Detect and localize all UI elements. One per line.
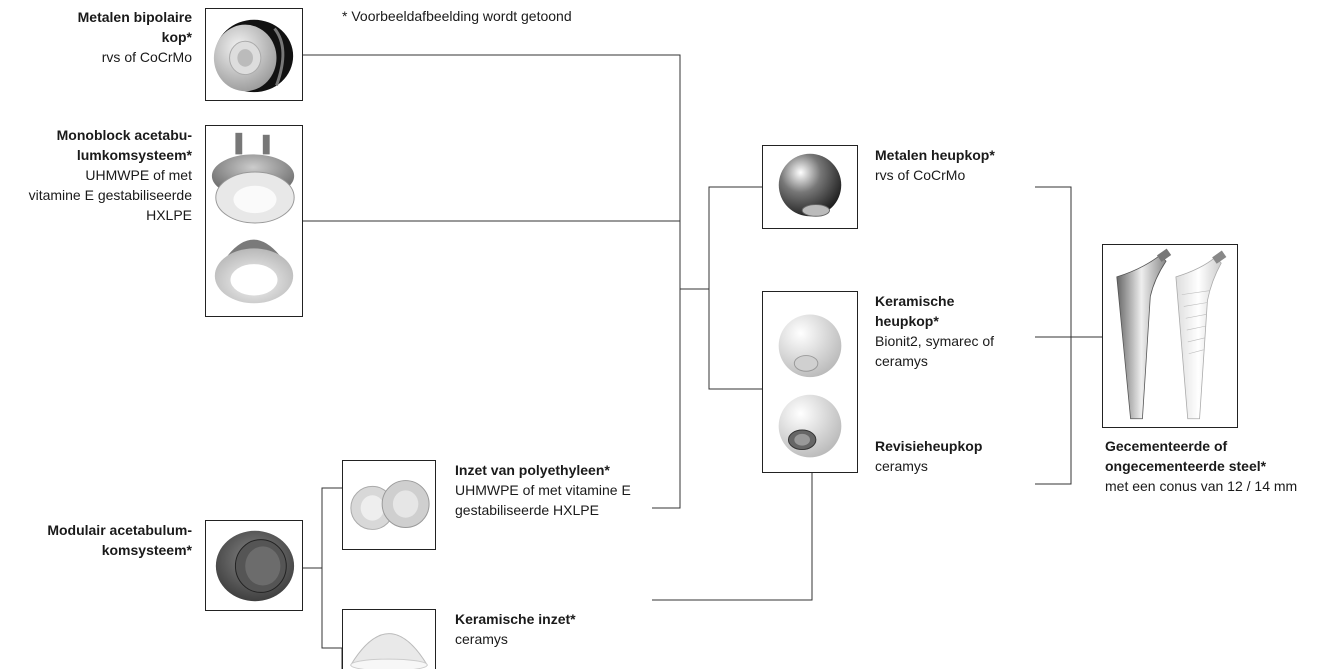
metal-head-label: Metalen heupkop* rvs of CoCrMo [875, 145, 1045, 185]
ceramic-heads-image [762, 291, 858, 473]
monoblock-title-line1: Monoblock acetabu- [56, 127, 192, 143]
stem-title-line1: Gecementeerde of [1105, 438, 1228, 454]
revision-head-title: Revisieheupkop [875, 438, 983, 454]
connector-bipolar-to-pe-insert [303, 54, 681, 509]
stem-label: Gecementeerde of ongecementeerde steel* … [1105, 436, 1320, 496]
pe-insert-title: Inzet van polyethyleen* [455, 462, 610, 478]
bipolar-head-title-line2: kop* [161, 29, 192, 45]
stem-material: met een conus van 12 / 14 mm [1105, 478, 1298, 494]
connector-heads-bracket [708, 186, 762, 390]
metal-head-title: Metalen heupkop* [875, 147, 995, 163]
bipolar-head-image [205, 8, 303, 101]
modular-title-line2: komsysteem* [101, 542, 192, 558]
pe-insert-label: Inzet van polyethyleen* UHMWPE of met vi… [455, 460, 655, 520]
connector-inserts-bracket [321, 487, 342, 649]
modular-label: Modulair acetabulum- komsysteem* [0, 520, 192, 560]
monoblock-material-line1: UHMWPE of met [85, 167, 192, 183]
monoblock-material-line2: vitamine E gestabiliseerde [28, 187, 192, 203]
bipolar-head-material: rvs of CoCrMo [101, 49, 192, 65]
monoblock-material-line3: HXLPE [146, 207, 192, 223]
ceramic-head-title-line1: Keramische [875, 293, 955, 309]
ceramic-insert-title: Keramische inzet* [455, 611, 576, 627]
metal-head-image [762, 145, 858, 229]
monoblock-image [205, 125, 303, 317]
ceramic-head-title-line2: heupkop* [875, 313, 939, 329]
bipolar-head-label: Metalen bipolaire kop* rvs of CoCrMo [20, 7, 192, 67]
ceramic-insert-label: Keramische inzet* ceramys [455, 609, 635, 649]
stem-title-line2: ongecementeerde steel* [1105, 458, 1267, 474]
ceramic-head-material-line2: ceramys [875, 353, 928, 369]
ceramic-insert-image [342, 609, 436, 669]
pe-insert-image [342, 460, 436, 550]
metal-head-material: rvs of CoCrMo [875, 167, 966, 183]
connector-ceramic-insert-to-head [652, 472, 813, 601]
ceramic-head-label: Keramische heupkop* Bionit2, symarec of … [875, 291, 1045, 371]
modular-image [205, 520, 303, 611]
monoblock-title-line2: lumkomsysteem* [76, 147, 192, 163]
monoblock-label: Monoblock acetabu- lumkomsysteem* UHMWPE… [0, 125, 192, 225]
revision-head-label: Revisieheupkop ceramys [875, 436, 1045, 476]
stem-image [1102, 244, 1238, 428]
ceramic-insert-material: ceramys [455, 631, 508, 647]
modular-title-line1: Modulair acetabulum- [47, 522, 192, 538]
ceramic-head-material-line1: Bionit2, symarec of [875, 333, 995, 349]
revision-head-material: ceramys [875, 458, 928, 474]
pe-insert-material-line2: gestabiliseerde HXLPE [455, 502, 599, 518]
pe-insert-material-line1: UHMWPE of met vitamine E [455, 482, 631, 498]
footnote: * Voorbeeldafbeelding wordt getoond [342, 8, 572, 24]
connector-stem-bracket [1035, 186, 1072, 485]
bipolar-head-title-line1: Metalen bipolaire [77, 9, 192, 25]
